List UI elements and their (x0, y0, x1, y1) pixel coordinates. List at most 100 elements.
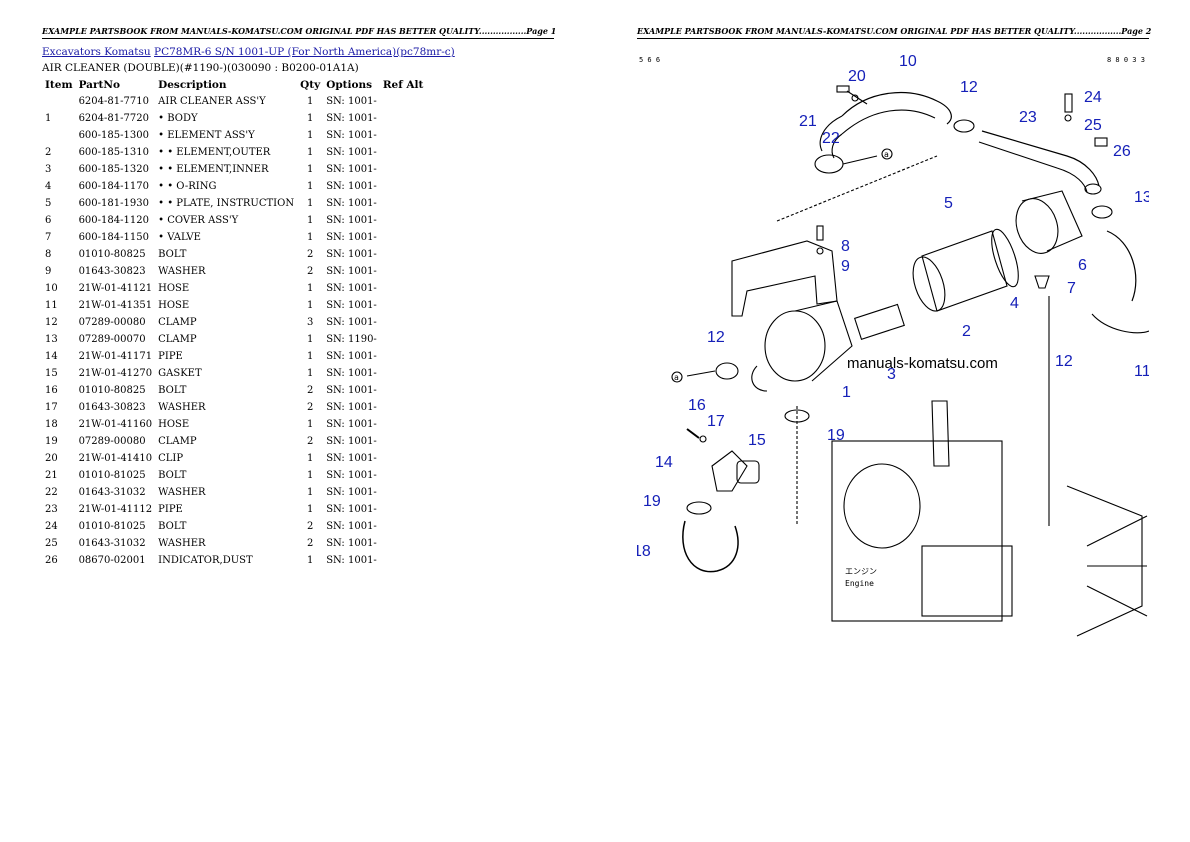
callout-19-lower: 19 (643, 493, 661, 510)
cell-item (42, 93, 76, 110)
cell-qty: 1 (306, 504, 314, 515)
bolt-8-shape (816, 225, 824, 241)
cell-ref-alt (380, 501, 427, 518)
cell-qty: 1 (306, 334, 314, 345)
body-1-side (794, 300, 853, 382)
cell-qty: 1 (306, 113, 314, 124)
cell-ref-alt (380, 433, 427, 450)
cell-item: 18 (45, 419, 58, 430)
cell-item: 20 (45, 453, 58, 464)
fan-blade (1086, 585, 1148, 617)
pipe-14-shape (711, 450, 748, 492)
cell-item: 25 (45, 538, 58, 549)
header-rule (637, 38, 1149, 39)
washer-25-shape (1064, 114, 1072, 122)
cell-description: WASHER (158, 487, 206, 498)
cell-partno: 21W-01-41270 (78, 368, 153, 379)
cell-ref-alt (380, 297, 427, 314)
clamp-12-left-shape (715, 362, 739, 380)
cell-description: • BODY (158, 113, 198, 124)
cell-item: 16 (45, 385, 58, 396)
parts-table: Item PartNo Description Qty Options Ref … (42, 77, 426, 569)
cell-ref-alt (380, 552, 427, 569)
cell-ref-alt (380, 110, 427, 127)
column-header-partno: PartNo (78, 79, 120, 91)
column-header-item: Item (45, 79, 73, 91)
cell-item: 11 (45, 300, 58, 311)
cell-partno: 21W-01-41410 (78, 453, 153, 464)
cell-options: SN: 1001- (326, 283, 377, 294)
cell-ref-alt (380, 331, 427, 348)
cell-description: CLAMP (158, 436, 197, 447)
callout-14: 14 (655, 454, 673, 471)
cell-item: 8 (45, 249, 52, 260)
hose-11-lower (1091, 313, 1149, 334)
hose-end-shape (814, 154, 844, 174)
cell-qty: 1 (306, 487, 314, 498)
cell-partno: 01643-30823 (78, 266, 146, 277)
breadcrumb-link-model[interactable]: PC78MR-6 S/N 1001-UP (For North America)… (154, 46, 455, 58)
callout-15: 15 (748, 432, 766, 449)
cell-partno: 21W-01-41112 (78, 504, 153, 515)
cell-item: 1 (45, 113, 52, 124)
cell-options: SN: 1001- (326, 521, 377, 532)
cell-description: PIPE (158, 351, 183, 362)
cell-partno: 600-184-1170 (78, 181, 149, 192)
breadcrumb-link-category[interactable]: Excavators Komatsu (42, 46, 151, 58)
cell-item: 24 (45, 521, 58, 532)
hose-11-shape (1106, 230, 1137, 302)
cell-partno: 600-184-1120 (78, 215, 149, 226)
cell-ref-alt (380, 484, 427, 501)
cell-qty: 2 (306, 402, 314, 413)
body-1-front (764, 310, 826, 382)
indicator-26-shape (1094, 137, 1108, 147)
cell-qty: 1 (306, 351, 314, 362)
cell-options: SN: 1001- (326, 555, 377, 566)
callout-5: 5 (944, 195, 953, 212)
cell-description: BOLT (158, 249, 187, 260)
cell-description: WASHER (158, 538, 206, 549)
cell-description: HOSE (158, 419, 190, 430)
callout-18: 18 (637, 543, 651, 560)
hose-10-lower-b (831, 133, 843, 159)
dashed-leader (776, 155, 938, 222)
bolt-16-shape (686, 428, 700, 439)
cell-qty: 1 (306, 470, 314, 481)
callout-12-right: 12 (1055, 353, 1073, 370)
cell-partno: 21W-01-41121 (78, 283, 153, 294)
cell-description: AIR CLEANER ASS'Y (158, 96, 266, 107)
cell-options: SN: 1001- (326, 470, 377, 481)
watermark-text: manuals-komatsu.com (847, 355, 998, 372)
cell-ref-alt (380, 365, 427, 382)
cell-partno: 600-185-1300 (78, 130, 149, 141)
page-2: EXAMPLE PARTSBOOK FROM MANUALS-KOMATSU.C… (595, 0, 1190, 842)
callout-22: 22 (822, 130, 840, 147)
cell-qty: 2 (306, 266, 314, 277)
cell-qty: 2 (306, 521, 314, 532)
cell-partno: 07289-00080 (78, 317, 146, 328)
callout-24: 24 (1084, 89, 1102, 106)
cell-qty: 1 (306, 181, 314, 192)
body-1-outlet (751, 365, 768, 392)
clamp-12-top-shape (953, 119, 975, 133)
engine-exhaust-shape (931, 400, 950, 467)
washer-17-shape (699, 435, 707, 443)
cell-options: SN: 1001- (326, 249, 377, 260)
cell-description: • • ELEMENT,OUTER (158, 147, 271, 158)
washer-9-shape (816, 247, 824, 255)
o-ring-4-shape (991, 228, 1019, 288)
bolt-24-shape (1064, 93, 1073, 113)
ref-arrow-line-2 (686, 370, 716, 377)
callout-3: 3 (887, 366, 896, 383)
